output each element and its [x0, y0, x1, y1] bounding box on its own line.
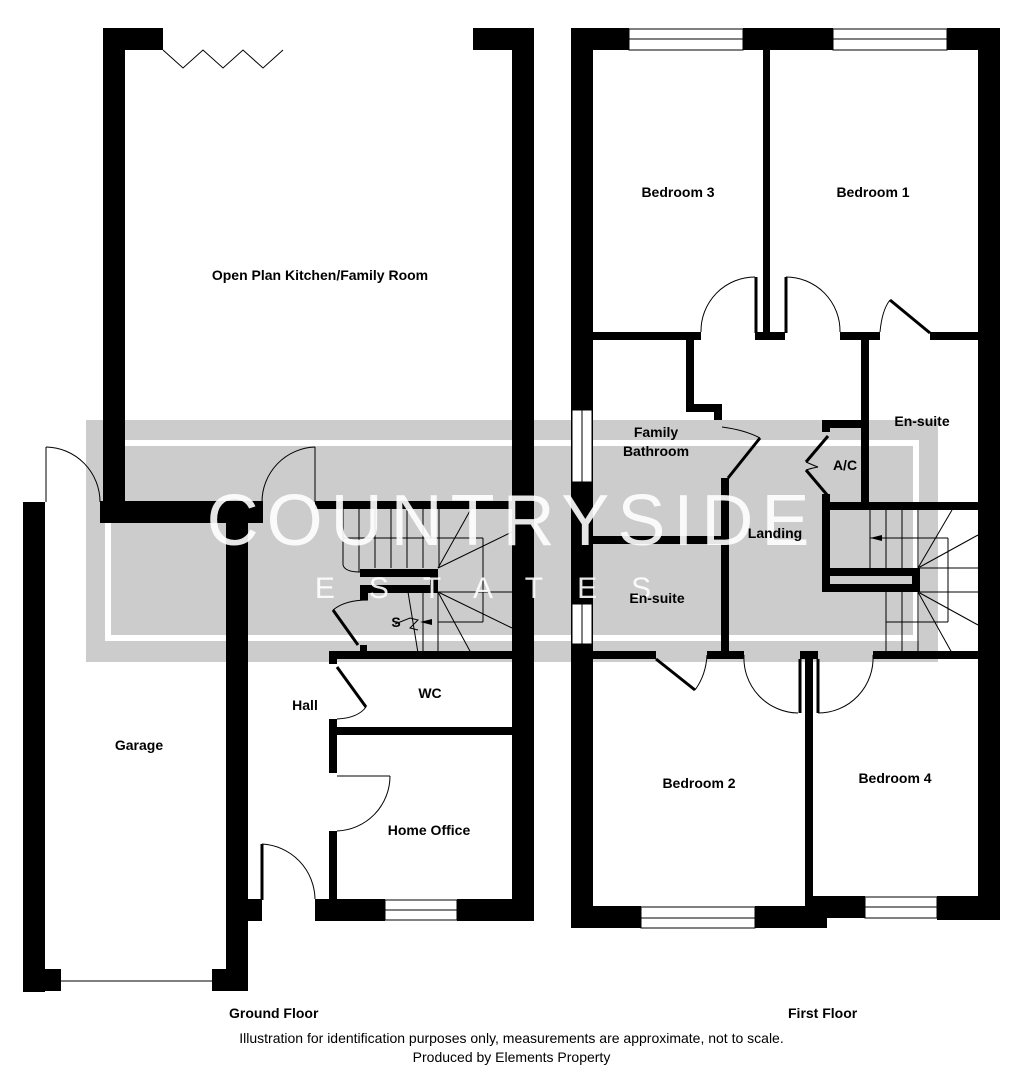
producer-credit: Produced by Elements Property [412, 1049, 611, 1065]
room-label-bedroom4: Bedroom 4 [858, 770, 931, 786]
room-label-store: S [391, 614, 400, 630]
first-floor-title: First Floor [788, 1005, 858, 1021]
room-label-home-office: Home Office [388, 822, 471, 838]
floor-plan: COUNTRYSIDE ESTATES Open Plan Kitchen/Fa… [23, 28, 1000, 992]
room-label-ensuite-main: En-suite [894, 413, 949, 429]
room-label-bedroom2: Bedroom 2 [662, 775, 735, 791]
ground-floor-plan [23, 28, 534, 992]
room-label-landing: Landing [748, 525, 802, 541]
bifold-door-icon [162, 49, 284, 69]
room-label-garage: Garage [115, 737, 163, 753]
room-label-wc: WC [418, 685, 441, 701]
first-floor-plan [571, 28, 1000, 929]
staircase-first [869, 509, 979, 654]
room-label-bedroom3: Bedroom 3 [641, 184, 714, 200]
room-label-kitchen: Open Plan Kitchen/Family Room [212, 267, 428, 283]
room-label-ensuite-bed2: En-suite [629, 590, 684, 606]
room-label-hall: Hall [292, 697, 318, 713]
staircase-ground [342, 508, 513, 654]
watermark-sub: ESTATES [315, 572, 685, 605]
disclaimer-text: Illustration for identification purposes… [239, 1030, 784, 1046]
room-label-family-bathroom-1: Family [634, 424, 679, 440]
watermark-brand: COUNTRYSIDE [207, 481, 818, 561]
room-label-airing-cupboard: A/C [833, 457, 857, 473]
room-label-family-bathroom-2: Bathroom [623, 443, 689, 459]
ground-floor-title: Ground Floor [229, 1005, 319, 1021]
room-label-bedroom1: Bedroom 1 [836, 184, 909, 200]
watermark-text: COUNTRYSIDE ESTATES [207, 481, 818, 605]
room-labels: Open Plan Kitchen/Family Room Garage Hal… [115, 184, 950, 838]
